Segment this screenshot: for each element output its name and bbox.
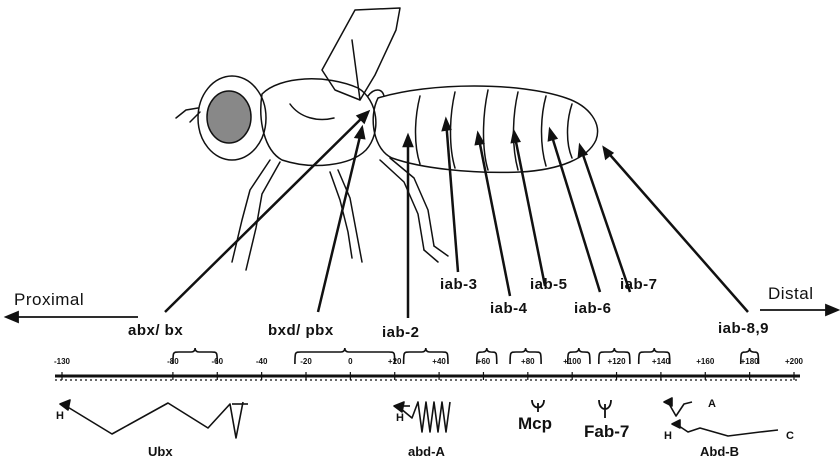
axis-tick-label: +40 xyxy=(432,357,446,366)
axis-tick-label: +180 xyxy=(741,357,759,366)
axis-tick-label: 0 xyxy=(348,357,352,366)
abdb-a-label: A xyxy=(708,398,716,410)
axis-tick-label: +80 xyxy=(521,357,535,366)
axis-tick-label: -20 xyxy=(300,357,312,366)
axis-tick-label: +100 xyxy=(563,357,581,366)
gene-label-abd-b: Abd-B xyxy=(700,444,739,459)
abda-h-label: H xyxy=(396,412,404,424)
axis-tick-label: -40 xyxy=(256,357,268,366)
proximal-label: Proximal xyxy=(14,290,84,310)
region-label-bxd-pbx: bxd/ pbx xyxy=(268,322,334,339)
region-label-iab-3: iab-3 xyxy=(440,276,478,293)
axis-tick-label: +120 xyxy=(608,357,626,366)
mcp-label: Mcp xyxy=(518,414,552,434)
ubx-h-label: H xyxy=(56,410,64,422)
gene-label-abd-a: abd-A xyxy=(408,444,445,459)
abdb-transcript xyxy=(676,424,778,436)
region-label-iab-2: iab-2 xyxy=(382,324,420,341)
region-label-abx-bx: abx/ bx xyxy=(128,322,183,339)
region-label-iab-8-9: iab-8,9 xyxy=(718,320,769,337)
fab7-marker xyxy=(599,400,611,418)
region-label-iab-6: iab-6 xyxy=(574,300,612,317)
axis-tick-label: -130 xyxy=(54,357,70,366)
mcp-marker xyxy=(532,400,544,412)
fly-eye xyxy=(207,91,251,143)
arrow-iab-5 xyxy=(514,132,545,286)
abdb-h-label: H xyxy=(664,430,672,442)
fab7-label: Fab-7 xyxy=(584,422,629,442)
distal-label: Distal xyxy=(768,284,814,304)
fly-leg-3 xyxy=(380,160,424,250)
arrow-iab-6 xyxy=(550,130,600,292)
axis-tick-label: +200 xyxy=(785,357,803,366)
axis-tick-label: -60 xyxy=(211,357,223,366)
axis-tick-label: +60 xyxy=(477,357,491,366)
coordinate-axis xyxy=(55,376,800,380)
arrow-iab-4 xyxy=(478,134,510,296)
arrow-iab-3 xyxy=(446,120,458,272)
region-label-iab-7: iab-7 xyxy=(620,276,658,293)
axis-tick-label: -80 xyxy=(167,357,179,366)
fly-wing xyxy=(322,8,400,100)
region-label-iab-5: iab-5 xyxy=(530,276,568,293)
axis-tick-label: +20 xyxy=(388,357,402,366)
axis-tick-label: +140 xyxy=(652,357,670,366)
region-label-iab-4: iab-4 xyxy=(490,300,528,317)
fly-antenna xyxy=(176,108,200,122)
axis-tick-label: +160 xyxy=(696,357,714,366)
ubx-transcript xyxy=(66,402,243,438)
gene-label-ubx: Ubx xyxy=(148,444,173,459)
direction-arrows xyxy=(6,305,838,322)
abdb-c-label: C xyxy=(786,430,794,442)
